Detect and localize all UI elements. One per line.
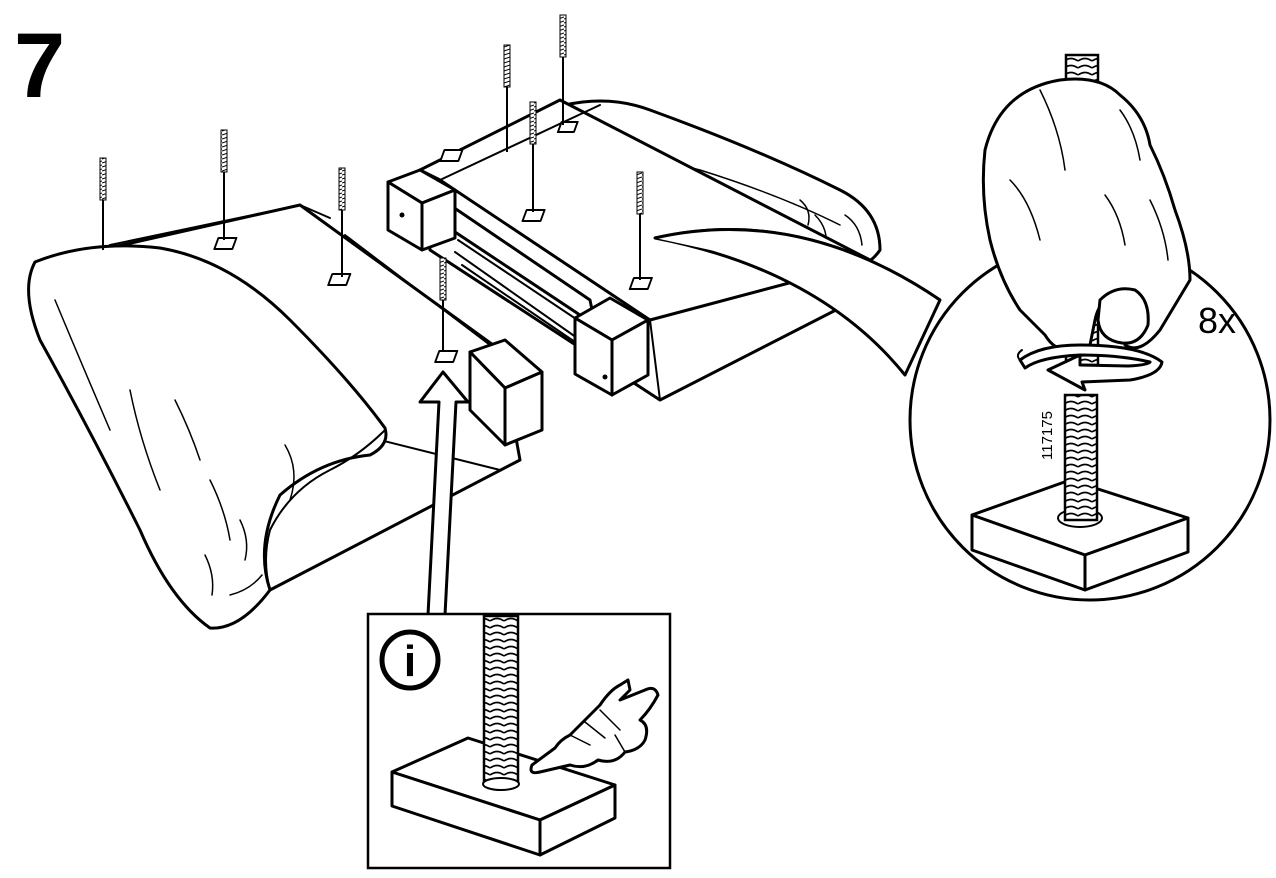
- detail-threaded-rod: [482, 614, 520, 786]
- step-number: 7: [14, 15, 65, 117]
- info-symbol: i: [404, 637, 416, 686]
- mounting-plate: [213, 237, 238, 250]
- leg-block-left: [468, 338, 544, 447]
- leg-block-right-front: [573, 296, 650, 397]
- leg-block-right-back: [386, 168, 457, 252]
- mounting-plate: [521, 209, 546, 222]
- screw: [503, 44, 511, 152]
- mounting-plate: [439, 149, 464, 162]
- pointing-hand-icon: [529, 678, 660, 775]
- rotate-arrow-icon: [1016, 343, 1164, 392]
- mounting-plate: [434, 350, 459, 363]
- mounting-plate: [327, 273, 352, 286]
- zoom-callout: 8x 117175: [653, 53, 1272, 602]
- threaded-rod: [1063, 393, 1099, 522]
- cushion-roll-left: [27, 244, 388, 630]
- screw: [99, 157, 107, 250]
- mounting-plate: [556, 121, 579, 133]
- mounting-plate: [628, 277, 653, 290]
- screw: [338, 167, 346, 277]
- screw: [636, 171, 644, 280]
- info-detail-box: i: [366, 612, 672, 870]
- part-number: 117175: [1039, 411, 1056, 460]
- screw: [220, 129, 228, 240]
- screw: [529, 101, 537, 212]
- quantity-label: 8x: [1198, 300, 1236, 341]
- hand-turning-icon: [981, 77, 1192, 353]
- screw: [559, 14, 567, 125]
- info-icon: i: [379, 629, 441, 691]
- screw: [439, 257, 447, 352]
- sofa-module-left: [27, 203, 544, 630]
